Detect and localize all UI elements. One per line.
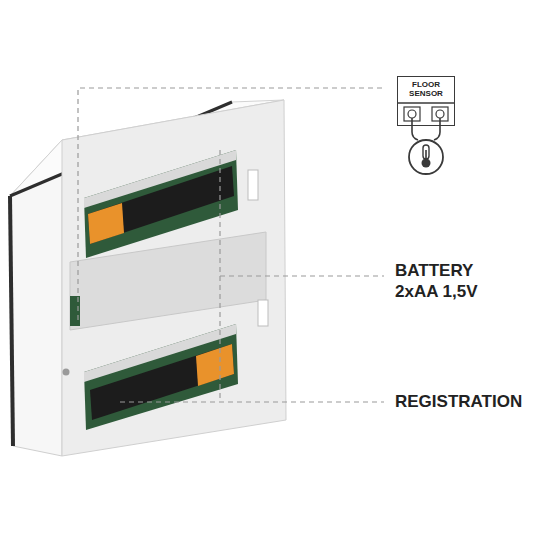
callout-label: REGISTRATION xyxy=(393,391,524,412)
terminal-screw xyxy=(436,110,444,118)
leader-line xyxy=(220,275,384,276)
middle-panel xyxy=(70,232,266,330)
thermometer-symbol xyxy=(409,140,443,174)
sensor-wire xyxy=(412,118,418,140)
battery-cap xyxy=(196,344,234,386)
callout-label: BATTERY 2xAA 1,5V xyxy=(393,260,501,303)
terminal-divider xyxy=(398,102,455,103)
front-bezel xyxy=(10,196,13,446)
terminal-screw xyxy=(408,110,416,118)
registration-button xyxy=(63,369,70,376)
leader-line xyxy=(120,401,384,402)
battery xyxy=(90,344,234,420)
housing-clip xyxy=(248,170,258,200)
battery xyxy=(88,166,234,244)
sensor-wire xyxy=(434,118,440,140)
leader-line xyxy=(78,88,386,320)
housing-clip xyxy=(258,300,268,326)
thermometer-symbol xyxy=(425,150,427,161)
battery-compartment xyxy=(84,324,238,430)
sensor-label: FLOOR SENSOR xyxy=(403,81,449,98)
battery-cap xyxy=(88,203,124,244)
sensor-box: FLOOR SENSOR xyxy=(397,76,455,126)
